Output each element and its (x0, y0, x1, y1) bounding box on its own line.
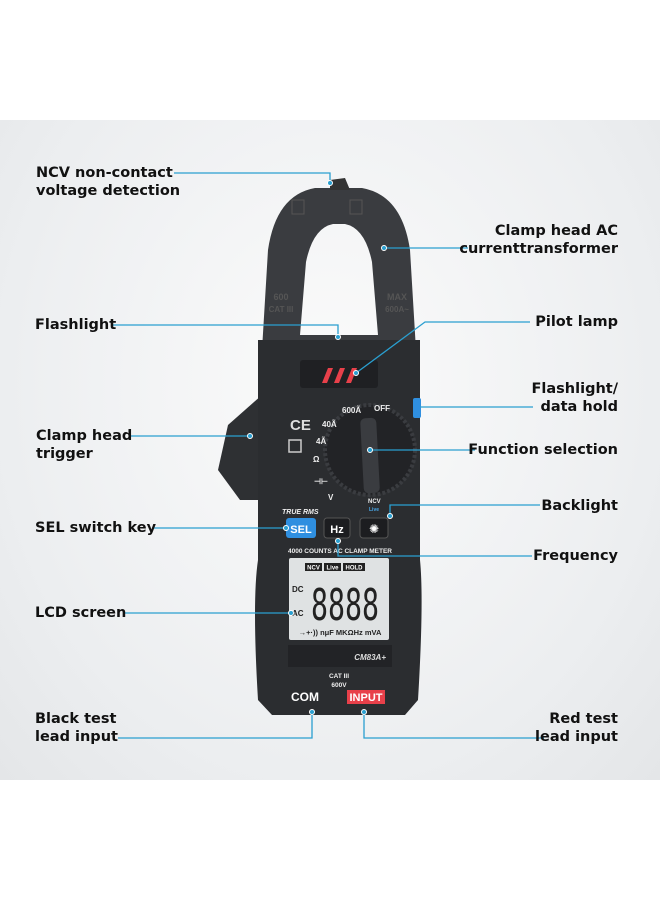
callout-flashlight-hold-line2: data hold (540, 399, 618, 415)
callout-black-lead-line1: Black test (35, 711, 117, 727)
callout-pilot-lamp: Pilot lamp (535, 314, 618, 330)
callout-lcd: LCD screen (35, 605, 127, 621)
callout-red-lead: Red test lead input (535, 710, 618, 746)
head-rating-left-cat: CAT III (269, 305, 294, 314)
input-jack-label: INPUT (350, 692, 383, 704)
dial-label-ohm: Ω (313, 455, 320, 464)
callout-clamp-head-line2: currenttransformer (459, 241, 618, 257)
callout-ncv-line2: voltage detection (36, 183, 181, 199)
callout-flashlight-hold-line1: Flashlight/ (531, 381, 618, 397)
model-number: CM83A+ (354, 653, 386, 662)
backlight-button[interactable] (359, 517, 389, 539)
lightning-mark-right (349, 199, 363, 215)
lcd-units: →+·)) nμF MKΩHz mVA (299, 628, 382, 637)
hz-button-label: Hz (330, 524, 344, 536)
true-rms-label: TRUE RMS (282, 509, 319, 516)
callout-clamp-head: Clamp head AC currenttransformer (459, 222, 618, 258)
dial-label-off: OFF (374, 404, 390, 413)
sel-button[interactable] (286, 518, 316, 538)
lcd-live: Live (326, 566, 339, 572)
clamp-trigger (218, 395, 268, 500)
lightning-mark-left (291, 199, 305, 215)
input-jack-badge (347, 690, 385, 704)
lcd-hold: HOLD (346, 566, 364, 572)
meter-banner: 4000 COUNTS AC CLAMP METER (288, 548, 392, 555)
clamp-head (262, 188, 416, 350)
callout-lines (113, 172, 544, 739)
callout-ncv: NCV non-contact voltage detection (36, 164, 180, 200)
sun-icon: ✺ (369, 522, 379, 536)
callout-flashlight-hold: Flashlight/data hold (532, 380, 618, 416)
dial-label-volt: V (328, 493, 334, 502)
hz-button[interactable] (323, 517, 351, 539)
dial-label-live: Live (369, 507, 379, 513)
cat-voltage: 600V (331, 682, 347, 689)
dial-label-4a: 4Ã (316, 437, 326, 446)
callout-clamp-head-line1: Clamp head AC (494, 223, 618, 239)
callout-black-lead: Black test lead input (35, 710, 118, 746)
callout-backlight: Backlight (541, 498, 618, 514)
callout-trigger: Clamp head trigger (36, 427, 132, 463)
double-insulation-mark (288, 439, 302, 453)
sel-button-label: SEL (290, 524, 312, 536)
callout-flashlight: Flashlight (35, 317, 117, 333)
callout-red-lead-line2: lead input (535, 729, 618, 745)
dial-label-ncv: NCV (368, 499, 381, 505)
callout-dots (247, 180, 393, 715)
cat-rating: CAT III (329, 673, 349, 680)
lcd-dc: DC (292, 585, 304, 594)
callout-ncv-line1: NCV non-contact (36, 165, 173, 181)
callout-red-lead-line1: Red test (549, 711, 618, 727)
pilot-lamp (322, 368, 357, 383)
head-rating-right: MAX (387, 292, 407, 302)
lcd-digits: 8888 (311, 580, 379, 631)
dial-label-40a: 40Ã (322, 420, 337, 429)
com-jack-label: COM (291, 690, 319, 704)
callout-function-selection: Function selection (468, 442, 618, 458)
callout-trigger-line1: Clamp head (36, 428, 133, 444)
callout-trigger-line2: trigger (36, 446, 93, 462)
flashlight-hold-button[interactable] (413, 398, 421, 418)
dial-label-capacitance: ⊣⊢ (314, 476, 328, 486)
model-strip (288, 645, 392, 667)
head-rating-left: 600 (273, 292, 288, 302)
lcd-screen (289, 558, 389, 640)
dial-label-600a: 600Ã (342, 406, 361, 415)
head-rating-right-amps: 600A~ (385, 305, 409, 314)
dial-knob (360, 417, 380, 494)
callout-frequency: Frequency (533, 548, 618, 564)
ce-mark: CE (290, 417, 311, 434)
callout-black-lead-line2: lead input (35, 729, 118, 745)
lcd-ac: AC (292, 609, 304, 618)
callout-sel-key: SEL switch key (35, 520, 157, 536)
ncv-sensor-tip (330, 178, 350, 190)
lcd-ncv: NCV (307, 566, 320, 572)
